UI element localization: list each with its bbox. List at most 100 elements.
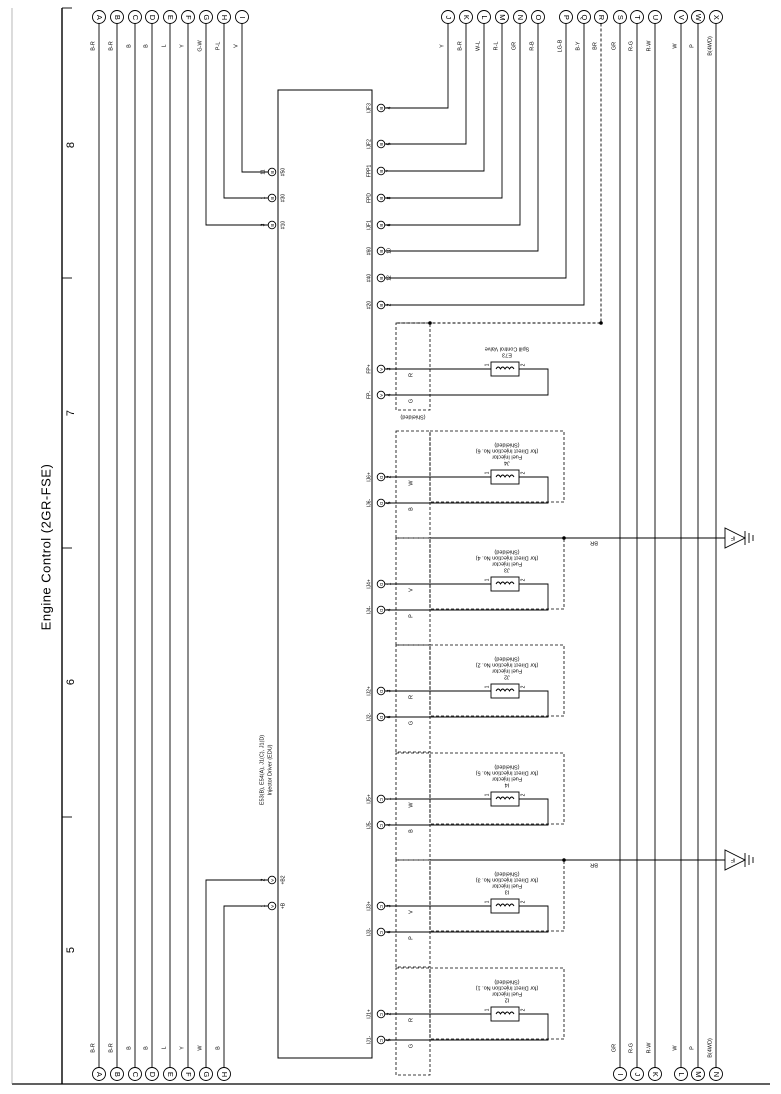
pin-IJ4+-letter: D [379, 583, 384, 586]
coil-pin2-4: 2 [520, 900, 526, 903]
bottom-wire-label-M: P [689, 1046, 695, 1050]
component-box-3 [429, 752, 565, 825]
wire-IJ6- [385, 476, 549, 504]
edu-pin-left-name-+B: +B [280, 902, 286, 909]
edu-box [277, 89, 373, 1059]
wire-label-IJ2+: R [408, 695, 414, 699]
wire-label-IJ4-: P [408, 614, 414, 618]
pin-IJ2--letter: D [379, 716, 384, 719]
component-code-J3: J3 [504, 567, 510, 573]
pin-IJ3+-letter: C [379, 905, 384, 908]
edu-pin-name-IJF3: IJF3 [366, 103, 372, 113]
pin-IJ4- [376, 605, 386, 615]
pin-name-IJ6-: IJ6- [366, 499, 372, 508]
pin-name-IJ2-: IJ2- [366, 713, 372, 722]
junction-dot [562, 858, 566, 862]
top-connector-K-letter: K [462, 15, 471, 20]
shield-label-J2: (Shielded) [494, 656, 519, 662]
top-wire-label-I: V [233, 44, 239, 48]
pin-IJ5--letter: C [379, 824, 384, 827]
coil-pin2-valve: 2 [520, 363, 526, 366]
pin-IJ1+-letter: C [379, 1013, 384, 1016]
pin-name-IJ5+: IJ5+ [366, 794, 372, 804]
top-wire-label-E: L [161, 44, 167, 47]
pin-IJ6--letter: D [379, 502, 384, 505]
pin-name-IJ1-: IJ1- [366, 1036, 372, 1045]
row-number-5: 5 [65, 947, 77, 953]
coil-pin2-2: 2 [520, 685, 526, 688]
pin-IJ3+ [376, 901, 386, 911]
coil-pin2-3: 2 [520, 793, 526, 796]
top-connector-D-letter: D [148, 15, 157, 21]
edu-pin-IJF3 [376, 103, 386, 113]
top-wire-label-X: B(4WD) [707, 36, 713, 56]
edu-wire-FPP1 [385, 23, 485, 172]
pin-FP+ [376, 364, 386, 374]
wire-FP- [385, 368, 549, 396]
wire-label-IJ2-: G [408, 721, 414, 725]
bottom-wire-label-G: W [197, 1045, 203, 1051]
pin-name-IJ4-: IJ4- [366, 606, 372, 615]
coil-winding-0 [495, 474, 515, 478]
bottom-wire-label-E: L [161, 1046, 167, 1049]
top-connector-A-letter: A [95, 15, 104, 20]
top-connector-L-letter: L [480, 15, 489, 19]
top-connector-B-letter: B [113, 15, 122, 20]
top-connector-F-letter: F [184, 15, 193, 20]
bottom-wire-label-D: B [143, 1046, 149, 1050]
coil-pin1-1: 1 [484, 578, 490, 581]
edu-pin-name-FPP1: FPP1 [366, 165, 372, 178]
top-connector-M-letter: M [498, 14, 507, 20]
edu-pin-FPP1-letter: B [379, 170, 384, 173]
edu-wire-IJF2 [385, 23, 467, 145]
edu-wire-left-#30 [223, 23, 268, 199]
bottom-wire-label-F: Y [179, 1046, 185, 1050]
edu-pin-name-#40: #40 [366, 274, 372, 283]
edu-pin-IJF1-letter: B [379, 224, 384, 227]
ground-lower-ground-code: IF [731, 857, 735, 863]
edu-pin-#40 [376, 273, 386, 283]
wire-label-IJ6+: W [408, 480, 414, 486]
bottom-connector-A-letter: A [95, 1072, 104, 1077]
bottom-wire-label-K: R-W [646, 1042, 652, 1054]
coil-pin1-0: 1 [484, 471, 490, 474]
top-wire-label-G: G-W [197, 40, 203, 52]
top-wire-label-D: B [143, 44, 149, 48]
pin-name-IJ5-: IJ5- [366, 821, 372, 830]
shield-box-valve [395, 322, 431, 411]
edu-pin-left-#30 [267, 193, 277, 203]
edu-pin-name-#60: #60 [366, 247, 372, 256]
pin-IJ6+ [376, 472, 386, 482]
coil-pin2-1: 2 [520, 578, 526, 581]
coil-pin2-0: 2 [520, 471, 526, 474]
coil-winding-3 [495, 796, 515, 800]
pin-IJ2+-letter: D [379, 690, 384, 693]
edu-pin-left-#30-letter: B [270, 197, 275, 200]
edu-pin-left-#10-letter: B [270, 224, 275, 227]
diagram-title: Engine Control (2GR-FSE) [38, 463, 54, 631]
coil-pin1-valve: 1 [484, 363, 490, 366]
shield-label-valve: (Shielded) [400, 414, 425, 420]
top-wire-label-U: R-W [646, 40, 652, 52]
pin-name-IJ3+: IJ3+ [366, 901, 372, 911]
top-connector-T-letter: T [633, 15, 642, 20]
top-wire-label-J: Y [439, 44, 445, 48]
top-connector-I-letter: I [238, 16, 247, 18]
pin-IJ2- [376, 712, 386, 722]
component-name-J2: Fuel Injector [492, 668, 522, 674]
bottom-wire-label-N: B(4WD) [707, 1038, 713, 1058]
component-desc-I4: (for Direct Injection No. 5) [476, 770, 539, 776]
edu-pin-#20 [376, 300, 386, 310]
bottom-wire-label-J: R-G [628, 1043, 634, 1053]
bottom-connector-G-letter: G [202, 1071, 211, 1077]
top-wire-label-S: GR [611, 42, 617, 50]
pin-IJ1--letter: C [379, 1039, 384, 1042]
bottom-connector-D-letter: D [148, 1072, 157, 1078]
component-code-J4: J4 [504, 460, 510, 466]
edu-pin-#60-letter: B [379, 250, 384, 253]
bottom-connector-H-letter: H [220, 1072, 229, 1077]
component-desc-J3: (for Direct Injection No. 4) [476, 555, 539, 561]
pin-FP+-letter: A [379, 368, 384, 371]
edu-wire-IJF3 [385, 23, 449, 109]
pin-IJ5+ [376, 794, 386, 804]
